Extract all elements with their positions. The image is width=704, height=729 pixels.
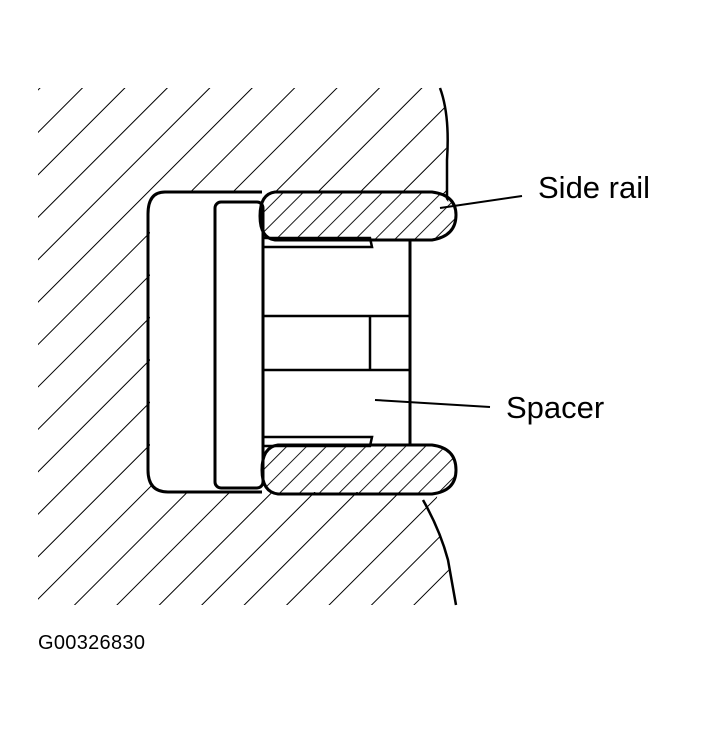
spacer-leader-line — [374, 399, 491, 408]
side-rail-leader-line — [439, 195, 523, 209]
side-rail-label: Side rail — [538, 170, 650, 205]
spacer-label: Spacer — [506, 390, 605, 425]
spacer-body — [213, 200, 412, 490]
upper-side-rail — [258, 190, 458, 242]
ring-groove-outline — [146, 190, 262, 494]
figure-id: G00326830 — [38, 632, 146, 654]
lower-side-rail — [260, 443, 458, 496]
